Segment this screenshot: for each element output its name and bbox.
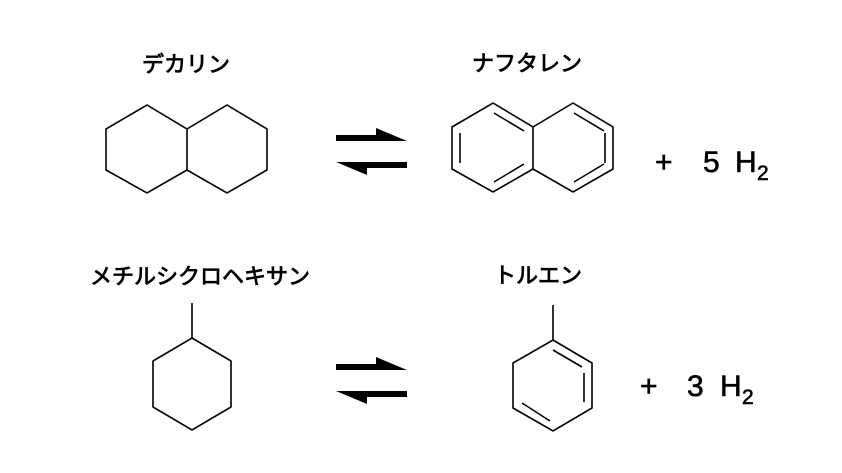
product-name-naphthalene: ナフタレン: [472, 52, 582, 77]
decalin-structure: [105, 104, 268, 194]
reverse-arrow-head: [336, 391, 367, 404]
methylcyclohexane-structure: [152, 303, 232, 431]
forward-arrow-head: [376, 128, 407, 141]
reactant-name-methylcyclohexane: メチルシクロヘキサン: [90, 265, 310, 290]
hydrogen-coefficient: 3: [687, 370, 704, 403]
toluene-structure: [512, 305, 593, 432]
hydrogen-subscript: 2: [757, 162, 769, 185]
equilibrium-arrow-1: [336, 128, 407, 175]
hydrogen-symbol: H: [735, 146, 757, 179]
naphthalene-ring-bonds: [451, 102, 614, 193]
decalin-ring-bonds: [105, 104, 268, 194]
reaction-2: メチルシクロヘキサン トルエン + 3 H 2: [90, 264, 754, 432]
toluene-ring-bonds: [512, 305, 593, 432]
plus-sign: +: [655, 146, 673, 179]
reactant-name-decalin: デカリン: [142, 52, 230, 78]
reverse-arrow-head: [336, 162, 367, 175]
plus-sign: +: [640, 370, 658, 403]
equilibrium-arrow-2: [336, 357, 407, 404]
product-name-toluene: トルエン: [494, 264, 582, 289]
naphthalene-structure: [451, 102, 614, 193]
hydrogen-coefficient: 5: [703, 146, 720, 179]
hydrogen-byproduct-2: + 3 H 2: [640, 370, 754, 410]
forward-arrow-head: [376, 357, 407, 370]
hydrogen-byproduct-1: + 5 H 2: [655, 146, 769, 186]
hydrogen-symbol: H: [720, 370, 742, 403]
reaction-1: デカリン ナフタレン + 5 H 2: [105, 52, 769, 194]
methylcyclohexane-ring-bonds: [152, 303, 232, 431]
naphthalene-double-bonds: [459, 112, 606, 183]
hydrogen-subscript: 2: [742, 386, 754, 409]
toluene-double-bonds: [521, 349, 585, 422]
